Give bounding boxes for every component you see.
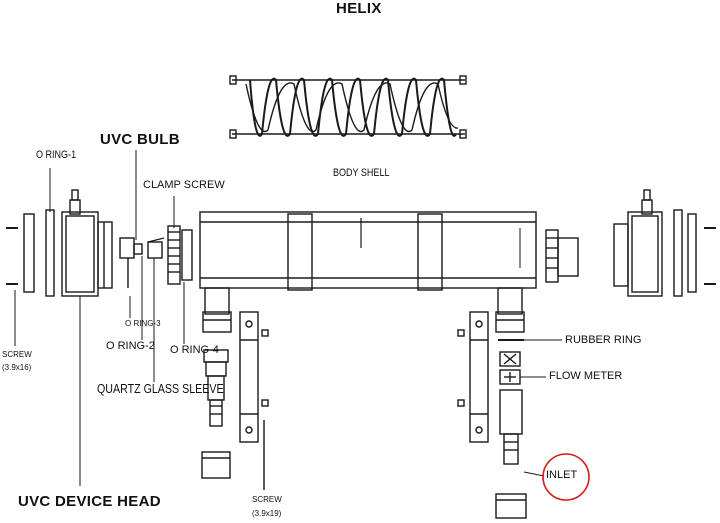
screws-left [6, 227, 18, 285]
leader-lines [14, 150, 562, 486]
quartz-glass-sleeve-label: QUARTZ GLASS SLEEVE [97, 381, 224, 396]
mounting-bracket-right [457, 311, 489, 443]
o-ring-3-label: O RING-3 [125, 319, 161, 328]
o-ring-1-label: O RING-1 [36, 149, 77, 161]
body-shell-part [199, 211, 537, 333]
flow-meter-part [499, 351, 521, 385]
clamp-screw-right [545, 229, 579, 283]
helix-label: HELIX [336, 0, 382, 17]
mounting-bracket-left [239, 311, 269, 490]
uvc-device-head-left [61, 189, 113, 297]
inlet-highlight-circle [542, 453, 590, 501]
clamp-screw-part [167, 225, 193, 285]
inlet-connector [495, 389, 527, 519]
quartz-sleeve-part [147, 237, 165, 259]
clamp-screw-label: CLAMP SCREW [143, 179, 225, 191]
screw-bottom-size-label: (3.9x19) [252, 509, 282, 518]
uvc-bulb-label: UVC BULB [100, 131, 180, 148]
inlet-label: INLET [546, 469, 578, 481]
flow-meter-label: FLOW METER [549, 370, 623, 382]
hose-connector-left [201, 349, 231, 479]
uvc-device-head-right [613, 189, 697, 297]
body-shell-label: BODY SHELL [333, 167, 390, 179]
screw-bottom-label: SCREW [252, 495, 282, 504]
screw-left-label: SCREW [2, 350, 32, 359]
screw-left-size-label: (3.9x16) [2, 363, 32, 372]
screws-right [704, 227, 716, 285]
rubber-ring-label: RUBBER RING [565, 334, 642, 346]
o-ring-1-part [23, 209, 55, 297]
uvc-device-head-label: UVC DEVICE HEAD [18, 493, 161, 510]
helix-part [229, 75, 467, 139]
o-ring-2-label: O RING-2 [106, 340, 155, 352]
o-ring-4-label: O RING-4 [170, 344, 219, 356]
uvc-bulb-part [119, 237, 143, 288]
